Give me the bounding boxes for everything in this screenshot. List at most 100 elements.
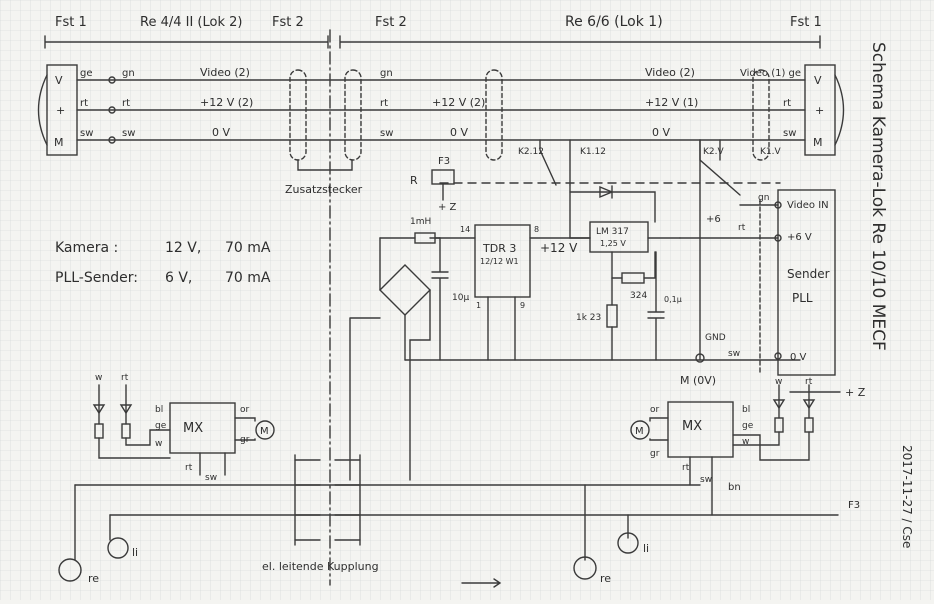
label-f3-top: F3	[438, 156, 450, 167]
lm317-regulator	[589, 221, 649, 253]
left-mx-ge: ge	[155, 421, 167, 431]
wheel-li-right	[617, 532, 639, 554]
header-fst2-right: Fst 2	[375, 15, 407, 30]
left-mx-power	[199, 452, 226, 476]
bus-ge: ge	[80, 68, 93, 79]
plug-bracket	[297, 159, 353, 171]
bus-12v-2-right: +12 V (2)	[432, 96, 485, 109]
direction-arrow	[461, 578, 502, 588]
right-mx-bl: bl	[742, 405, 750, 415]
lm317-io	[569, 184, 681, 239]
left-leds	[92, 404, 133, 415]
wheel-re-right	[573, 556, 597, 580]
left-mx-or: or	[240, 405, 250, 415]
spec-kamera-label: Kamera :	[55, 240, 118, 256]
right-mx-gr: gr	[650, 449, 660, 459]
label-k1-v: K1.V	[760, 147, 781, 157]
label-plus-z-bottom: + Z	[845, 386, 866, 399]
label-f3-bottom: F3	[848, 500, 860, 511]
diagram-title: Schema Kamera-Lok Re 10/10 MECF	[868, 42, 888, 351]
label-video-in: Video IN	[787, 200, 829, 211]
label-rt: rt	[738, 223, 746, 233]
label-pin8: 8	[534, 225, 539, 234]
label-pin9: 9	[520, 301, 525, 310]
diode	[599, 185, 614, 199]
diagram-date: 2017-11-27 / Cse	[900, 445, 914, 548]
spec-pll-label: PLL-Sender:	[55, 270, 138, 286]
spec-pll-voltage: 6 V,	[165, 270, 192, 286]
header-fst2-left: Fst 2	[272, 15, 304, 30]
label-r324: 324	[630, 291, 647, 301]
label-lm317: LM 317	[596, 227, 629, 237]
label-gnd-sw: sw	[728, 349, 740, 359]
bus-video-2: Video (2)	[200, 66, 250, 79]
plug-outline-4	[752, 69, 770, 161]
right-mx-decoder	[667, 401, 734, 458]
conn-left-v: V	[55, 74, 63, 87]
bus-rt-right: rt	[380, 98, 388, 109]
label-tdr3-sub: 12/12 W1	[480, 257, 519, 266]
label-r1k23: 1k 23	[576, 313, 601, 323]
left-motor-label: M	[260, 426, 269, 437]
bus-rt-far: rt	[783, 98, 791, 109]
label-plus6: +6	[706, 214, 721, 225]
header-line-right	[339, 35, 821, 49]
bridge-ac-right	[409, 289, 431, 481]
label-zusatzstecker: Zusatzstecker	[285, 183, 363, 196]
wheel-li-left-label: li	[132, 546, 138, 559]
label-0v-sender: 0 V	[790, 352, 807, 363]
conn-right-m: M	[813, 136, 823, 149]
label-gn: gn	[758, 193, 769, 203]
right-leds	[772, 399, 816, 410]
right-mx-w2: w	[775, 377, 782, 387]
right-motor-leads	[649, 417, 669, 441]
header-loco-right: Re 6/6 (Lok 1)	[565, 14, 663, 30]
relay-k2-12	[539, 139, 571, 186]
bus-sw-right: sw	[380, 128, 393, 139]
header-fst1-left: Fst 1	[55, 15, 87, 30]
left-mx-decoder	[169, 402, 236, 454]
conn-left-m: M	[54, 136, 64, 149]
label-cap-10u: 10µ	[452, 293, 469, 303]
right-motor	[630, 420, 650, 440]
bus-video-1-ge: Video (1) ge	[740, 68, 801, 79]
gnd-node	[695, 353, 705, 363]
right-mx-power	[689, 456, 713, 516]
left-motor-leads	[234, 417, 256, 441]
cap-0u1	[647, 251, 665, 361]
left-motor	[255, 420, 275, 440]
cap-10u	[431, 237, 449, 361]
bus-sw-far: sw	[783, 128, 796, 139]
label-m-0v: M (0V)	[680, 374, 716, 387]
header-loco-left: Re 4/4 II (Lok 2)	[140, 15, 242, 30]
right-wheel-leads	[584, 484, 629, 561]
header-line-left	[44, 35, 329, 49]
label-gnd: GND	[705, 333, 726, 343]
label-pin1: 1	[476, 301, 481, 310]
right-led-leads	[732, 384, 810, 461]
bus-sw: sw	[80, 128, 93, 139]
label-kupplung: el. leitende Kupplung	[262, 560, 379, 573]
bus-gn: gn	[122, 68, 135, 79]
right-mx-rt2: rt	[805, 377, 813, 387]
bus-12v-2: +12 V (2)	[200, 96, 253, 109]
coupling-right	[334, 459, 361, 541]
coupling-left	[294, 459, 321, 541]
label-inductor: 1mH	[410, 217, 431, 227]
bus-0v-right: 0 V	[652, 126, 670, 139]
wheel-re-left-label: re	[88, 572, 99, 585]
label-plus-z: + Z	[438, 202, 457, 213]
left-mx-w: w	[95, 373, 102, 383]
right-mx-ge: ge	[742, 421, 754, 431]
wheel-re-left	[58, 558, 82, 582]
label-k2-v: K2.V	[703, 147, 724, 157]
right-mx-sw: sw	[700, 475, 712, 485]
bridge-leads	[379, 237, 441, 361]
diode-bypass	[569, 191, 656, 223]
bus-0v-mid: 0 V	[450, 126, 468, 139]
conn-left-plus: +	[56, 104, 65, 117]
bus-rt: rt	[80, 98, 88, 109]
tdr-ground-pins	[487, 296, 516, 361]
bus-0v-left: 0 V	[212, 126, 230, 139]
